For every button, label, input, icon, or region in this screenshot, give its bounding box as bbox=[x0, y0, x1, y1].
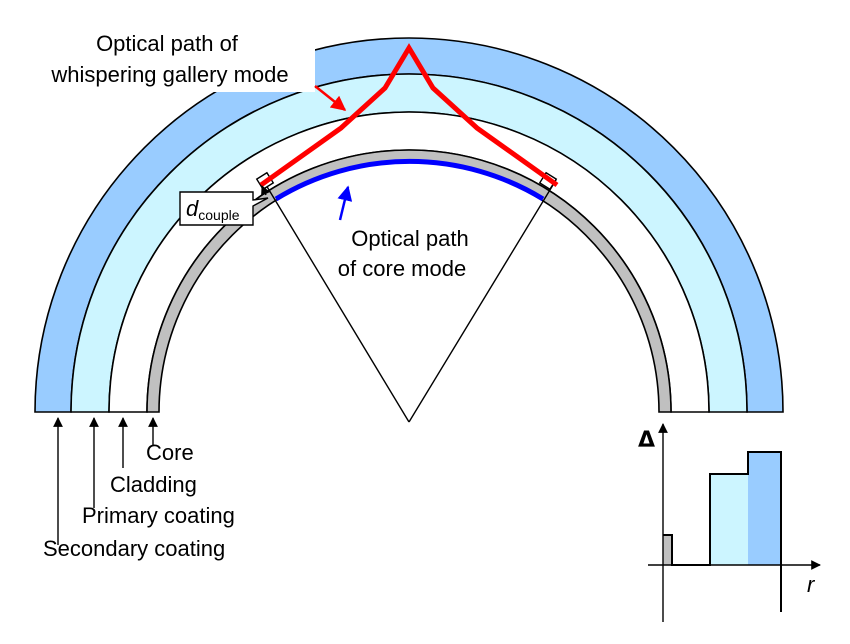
core-path-label-line1: Optical path bbox=[351, 226, 468, 251]
profile-delta-label: Δ bbox=[638, 428, 655, 453]
label-secondary-coating: Secondary coating bbox=[43, 536, 225, 561]
profile-core-step bbox=[663, 535, 672, 565]
core-band bbox=[146, 149, 672, 413]
profile-primary-step bbox=[710, 474, 748, 565]
core-path-label-line2: of core mode bbox=[338, 256, 466, 281]
label-cladding: Cladding bbox=[110, 472, 197, 497]
label-core: Core bbox=[146, 440, 194, 465]
d-couple-arrow bbox=[261, 185, 271, 197]
d-couple-callout bbox=[179, 191, 269, 226]
d-couple-sub: couple bbox=[198, 207, 239, 223]
fan-line-left bbox=[262, 179, 410, 423]
wgm-pointer-arrow bbox=[314, 85, 347, 111]
profile-secondary-step bbox=[748, 452, 781, 565]
wgm-label-background bbox=[60, 22, 315, 92]
wgm-path bbox=[259, 43, 559, 188]
d-couple-main: d bbox=[186, 196, 199, 221]
fan-line-right bbox=[408, 179, 557, 423]
label-primary-coating: Primary coating bbox=[82, 503, 235, 528]
profile-curve bbox=[663, 451, 782, 612]
wgm-label-line2: whispering gallery mode bbox=[50, 62, 288, 87]
d-couple-label: dcouple bbox=[186, 196, 240, 223]
profile-r-label: r bbox=[807, 572, 816, 597]
core-mode-pointer-arrow bbox=[337, 185, 353, 221]
core-mode-path bbox=[274, 158, 545, 202]
wgm-label-line1: Optical path of bbox=[96, 31, 239, 56]
